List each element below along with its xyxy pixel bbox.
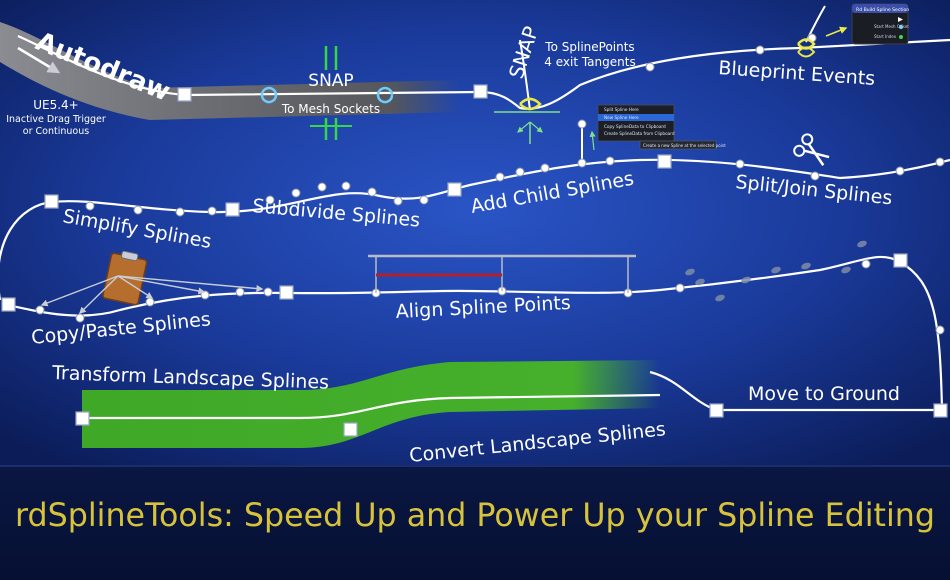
ue-version: UE5.4+: [33, 98, 79, 112]
move-to-ground-label: Move to Ground: [748, 383, 900, 405]
spline-node[interactable]: [893, 253, 908, 268]
or-continuous: or Continuous: [23, 126, 89, 137]
context-menu[interactable]: Split Spline Here New Spline Here Copy S…: [597, 104, 726, 150]
menu-tooltip: [639, 140, 717, 150]
bp-node[interactable]: Rd Build Spline Section Start Mesh Offse…: [851, 3, 909, 45]
spline-node[interactable]: [225, 202, 240, 217]
spline-top: [17, 34, 950, 110]
menu-item-split[interactable]: Split Spline Here: [604, 107, 639, 112]
bp-connection: [797, 26, 848, 58]
spline-node[interactable]: [75, 411, 90, 426]
spline-lower: [7, 255, 944, 411]
bp-node-row: Start Mesh Offset: [874, 24, 909, 29]
spline-middle: [0, 158, 950, 300]
spline-node[interactable]: [933, 403, 948, 418]
align-guides: [368, 254, 636, 293]
menu-item-new[interactable]: New Spline Here: [604, 115, 639, 120]
exit-tangents-label: 4 exit Tangents: [544, 55, 635, 69]
splinepoints-label: To SplinePoints: [544, 40, 634, 54]
spline-node[interactable]: [1, 297, 16, 312]
arrow-icon: [17, 46, 61, 74]
banner-title: rdSplineTools: Speed Up and Power Up you…: [15, 496, 935, 534]
menu-tooltip-text: Create a new Spline at the selected poin…: [643, 143, 726, 148]
autodraw-band: [0, 22, 460, 120]
scissors-icon: [793, 133, 830, 166]
menu-item-copy[interactable]: Copy SplineData to Clipboard: [604, 124, 666, 129]
landscape-band: [82, 360, 660, 448]
clipboard-icon: [102, 250, 148, 306]
spline-node[interactable]: [447, 182, 462, 197]
menu-item-create[interactable]: Create SplineData from Clipboard: [604, 131, 675, 136]
banner: [0, 465, 950, 580]
snap-curve: [519, 39, 531, 111]
bp-node-row: Start Index: [874, 34, 897, 39]
spline-node[interactable]: [44, 194, 59, 209]
bp-node-title: Rd Build Spline Section: [856, 7, 909, 13]
spline-landscape: [82, 393, 661, 420]
spline-node[interactable]: [279, 285, 294, 300]
spline-node[interactable]: [709, 403, 724, 418]
snap-left-label: SNAP: [308, 71, 353, 91]
spline-node[interactable]: [657, 154, 672, 169]
spline-node[interactable]: [473, 84, 488, 99]
spline-node[interactable]: [343, 422, 358, 437]
mesh-sockets-label: To Mesh Sockets: [281, 102, 380, 116]
copy-arrows: [40, 275, 264, 314]
footprints-icon: [685, 240, 867, 302]
tangent-snap: [494, 97, 596, 151]
menu-highlight: [598, 114, 674, 121]
spline-points: [35, 33, 945, 335]
inactive-drag: Inactive Drag Trigger: [6, 114, 106, 125]
spline-node[interactable]: [177, 87, 192, 102]
socket-icon: [260, 46, 394, 140]
